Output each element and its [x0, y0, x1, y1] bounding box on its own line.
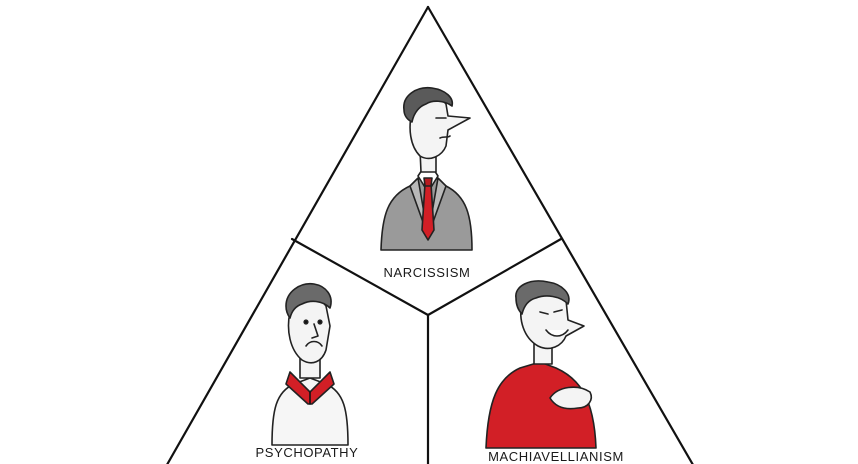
triangle-left-edge — [166, 5, 430, 464]
psychopathy-eye-left — [303, 319, 309, 325]
machiavellianism-sweater — [485, 361, 597, 449]
psychopathy-shirt — [271, 377, 349, 446]
psychopathy-hair — [285, 282, 332, 319]
narcissism-tie — [421, 183, 435, 241]
psychopathy-mouth — [305, 340, 323, 347]
narcissism-mouth — [439, 135, 451, 139]
label-narcissism: NARCISSISM — [384, 265, 471, 280]
triangle-frame — [166, 5, 694, 464]
machiavellianism-eye-right — [553, 309, 563, 313]
machiavellianism-grin — [545, 329, 569, 337]
machiavellianism-hair — [515, 280, 570, 315]
psychopathy-figure — [271, 282, 349, 446]
psychopathy-eye-right — [317, 319, 323, 325]
narcissism-figure — [380, 86, 473, 251]
triangle-right-edge — [426, 5, 694, 464]
narcissism-hair — [403, 86, 454, 123]
divider-right — [426, 237, 563, 317]
machiavellianism-hands — [549, 386, 593, 410]
machiavellianism-eye-left — [539, 311, 549, 315]
psychopathy-collar — [285, 371, 335, 405]
machiavellianism-figure — [485, 280, 597, 449]
narcissism-tie-knot — [423, 177, 433, 187]
divider-left — [290, 237, 430, 317]
label-machiavellianism: MACHIAVELLIANISM — [488, 449, 624, 464]
label-psychopathy: PSYCHOPATHY — [256, 445, 359, 460]
psychopathy-nose — [311, 323, 319, 339]
